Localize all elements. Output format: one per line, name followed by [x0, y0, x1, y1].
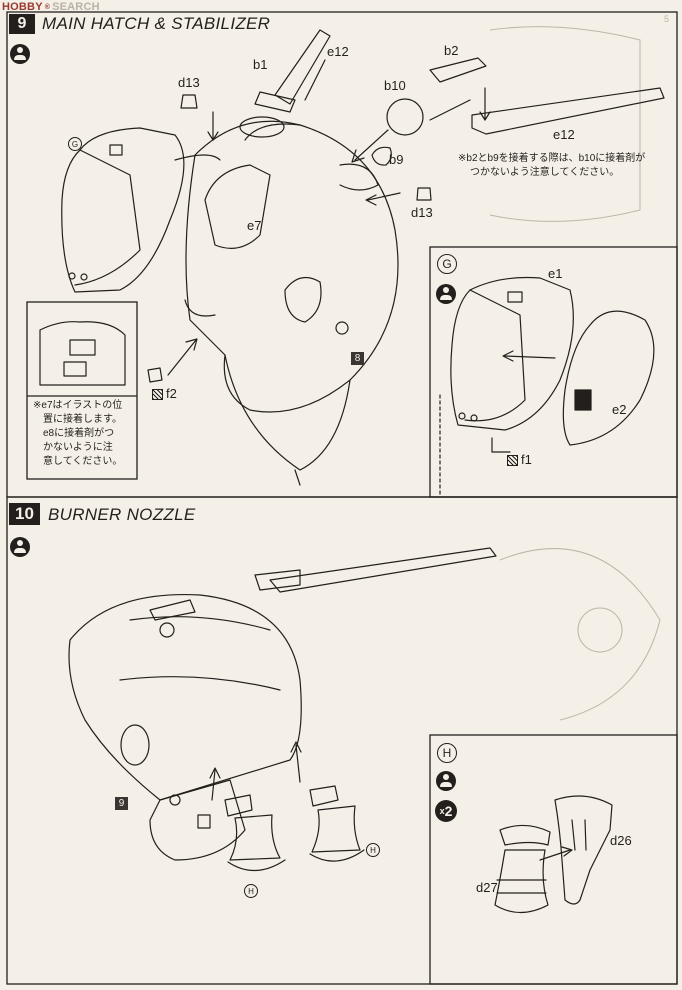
assembly-person-icon	[436, 284, 456, 304]
note-left-line-2: 置に接着します。	[43, 414, 122, 425]
multiplier-n: 2	[444, 803, 453, 819]
subassembly-g-frame	[429, 246, 678, 498]
label-f2: f2	[152, 386, 177, 401]
label-d26: d26	[610, 833, 632, 848]
label-e1: e1	[548, 266, 563, 281]
label-f2-text: f2	[166, 386, 177, 401]
step9-number: 9	[9, 14, 35, 34]
label-f1-text: f1	[521, 452, 532, 467]
assembly-person-icon	[10, 537, 30, 557]
subassembly-h-frame	[429, 734, 678, 985]
paint-hatch-icon	[507, 455, 518, 467]
label-e2: e2	[612, 402, 627, 417]
label-d13-right: d13	[411, 205, 433, 220]
ref-step-8-box: 8	[351, 352, 364, 365]
subassembly-h-letter: H	[437, 743, 457, 763]
assembly-person-icon	[436, 771, 456, 791]
label-b1: b1	[253, 57, 268, 72]
note-left-line-4: かないように注	[43, 442, 113, 453]
note-left-line-3: e8に接着剤がつ	[43, 428, 115, 439]
note-left-line-5: 意してください。	[43, 456, 123, 467]
brand-part2: SEARCH	[52, 1, 100, 13]
label-e7: e7	[247, 218, 262, 233]
step10-number: 10	[9, 503, 40, 525]
subassembly-g-letter: G	[437, 254, 457, 274]
assembly-person-icon	[10, 44, 30, 64]
note-right-line-1: ※b2とb9を接着する際は、b10に接着剤が	[458, 153, 646, 164]
ref-h-circle-2: H	[366, 843, 380, 857]
step9-title: MAIN HATCH & STABILIZER	[42, 14, 271, 33]
callout-frame	[26, 301, 138, 480]
ref-step-9-box: 9	[115, 797, 128, 810]
label-e12-right: e12	[553, 127, 575, 142]
note-left: ※e7はイラストの位 置に接着します。 e8に接着剤がつ かないように注 意して…	[33, 399, 122, 469]
multiplier-x: x	[439, 806, 445, 816]
note-right: ※b2とb9を接着する際は、b10に接着剤が つかないよう注意してください。	[458, 152, 645, 180]
step10-title: BURNER NOZZLE	[48, 505, 196, 524]
label-d27: d27	[476, 880, 498, 895]
label-b9: b9	[389, 152, 404, 167]
bleed-through-number: 5	[664, 14, 670, 24]
label-b2: b2	[444, 43, 459, 58]
brand-part1: HOBBY	[2, 1, 43, 13]
label-f1: f1	[507, 452, 532, 467]
note-left-line-1: ※e7はイラストの位	[33, 400, 123, 411]
brand-logo: HOBBY® SEARCH	[2, 0, 162, 14]
label-e12-top: e12	[327, 44, 349, 59]
ref-h-circle-1: H	[244, 884, 258, 898]
ref-g-circle: G	[68, 137, 82, 151]
paint-hatch-icon	[152, 389, 163, 401]
note-right-line-2: つかないよう注意してください。	[470, 167, 620, 178]
brand-reg: ®	[44, 3, 51, 11]
label-d13-top: d13	[178, 75, 200, 90]
label-b10: b10	[384, 78, 406, 93]
